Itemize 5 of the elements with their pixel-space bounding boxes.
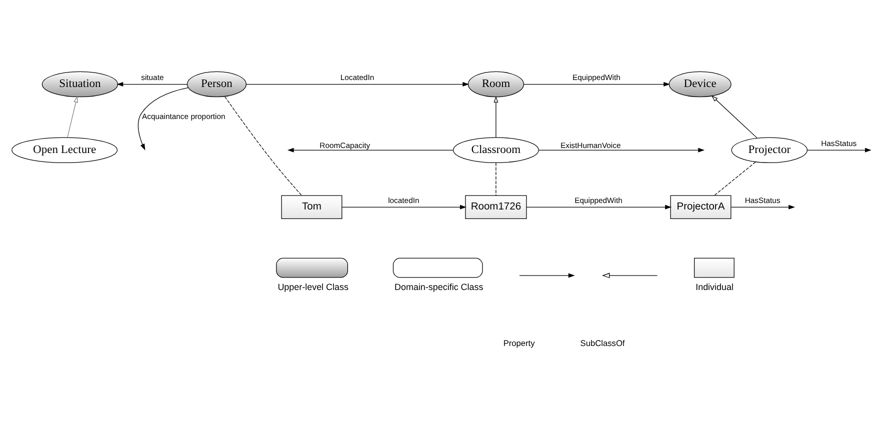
legend-label: Upper-level Class (278, 282, 348, 292)
legend-label: SubClassOf (580, 338, 625, 348)
legend-label: Individual (696, 282, 734, 292)
legend-label: Property (503, 338, 535, 348)
legend-label: Domain-specific Class (394, 282, 484, 292)
